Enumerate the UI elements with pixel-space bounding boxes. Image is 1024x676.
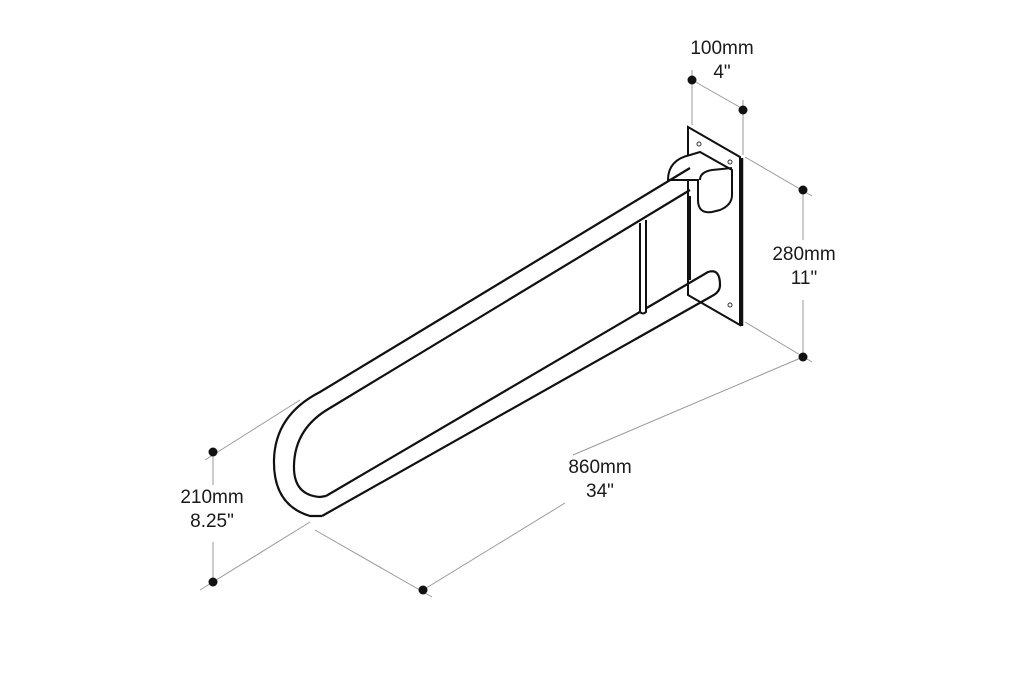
dim-depth-mm: 100mm (690, 38, 754, 59)
dim-length-mm: 860mm (568, 457, 632, 478)
dim-length-inch: 34" (586, 481, 614, 502)
dim-bar-height-inch: 8.25" (190, 511, 234, 532)
dim-depth-label: 100mm 4" (672, 37, 772, 85)
hinge-bracket (666, 150, 733, 214)
dim-plate-height-label: 280mm 11" (754, 243, 854, 291)
dim-depth-inch: 4" (713, 62, 731, 83)
dimension-endpoints (208, 75, 808, 595)
dim-length-label: 860mm 34" (550, 456, 650, 504)
grab-bar-u (272, 167, 722, 518)
dimension-lines (199, 70, 813, 598)
dim-bar-height-label: 210mm 8.25" (162, 486, 262, 534)
support-rod (639, 196, 691, 315)
dim-plate-height-mm: 280mm (772, 244, 836, 265)
dim-plate-height-inch: 11" (790, 268, 818, 289)
dim-bar-height-mm: 210mm (180, 487, 244, 508)
